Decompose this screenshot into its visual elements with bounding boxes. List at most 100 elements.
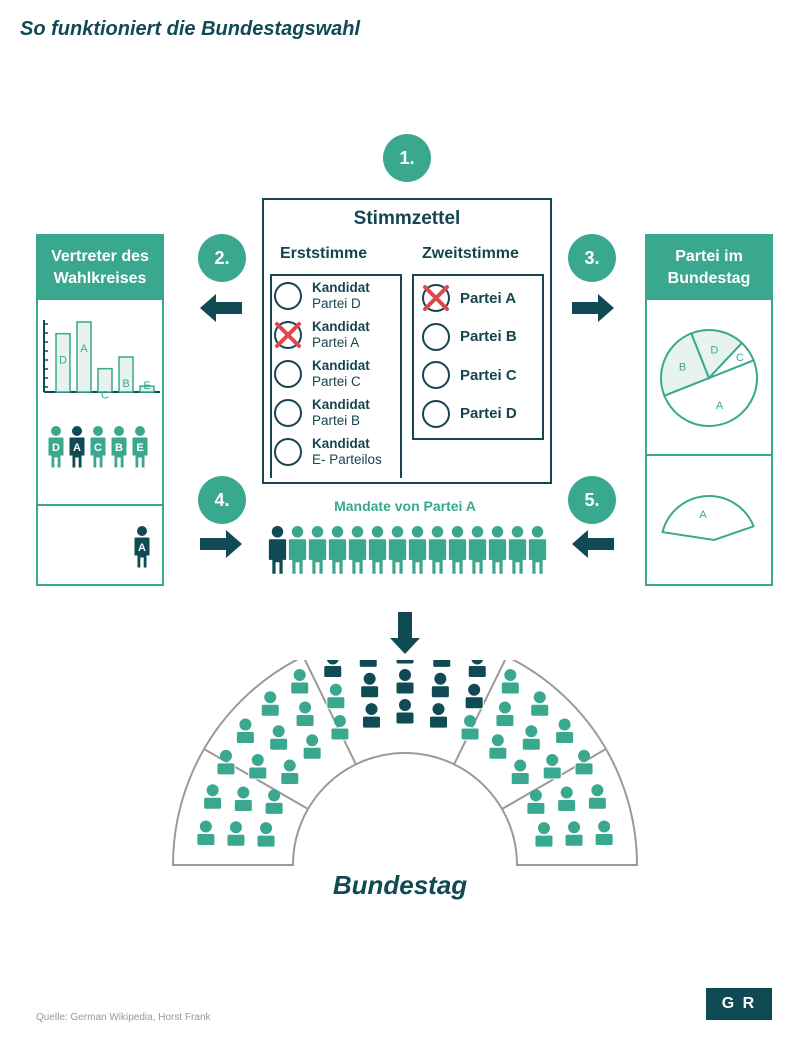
- ballot-paper: Stimmzettel Erststimme Zweitstimme Kandi…: [262, 198, 552, 484]
- mandate-person-icon: [347, 526, 368, 575]
- pie-label: D: [710, 345, 718, 357]
- seat-person-icon: [530, 691, 550, 717]
- step-1-badge: 1.: [383, 134, 431, 182]
- pie-label: C: [736, 352, 744, 364]
- seat-person-icon: [587, 784, 607, 810]
- seat-label: A: [699, 509, 707, 521]
- first-vote-label: Erststimme: [280, 245, 368, 262]
- page-title: So funktioniert die Bundestagswahl: [20, 18, 361, 40]
- vote-circle[interactable]: [274, 321, 302, 349]
- seat-person-icon: [326, 683, 346, 710]
- bar: [55, 332, 71, 393]
- seat-person-icon: [203, 784, 223, 810]
- vote-circle[interactable]: [422, 322, 450, 351]
- vote-circle[interactable]: [274, 360, 302, 388]
- seat-person-icon: [360, 672, 380, 699]
- bar: [76, 321, 92, 393]
- bar-label: A: [80, 343, 88, 355]
- seat-person-icon: [280, 759, 300, 785]
- cross-mark-icon: [275, 322, 301, 348]
- seat-person-icon: [574, 749, 594, 776]
- party-option[interactable]: Partei A: [422, 284, 516, 312]
- seat-person-icon: [429, 703, 449, 729]
- party-option[interactable]: Partei C: [422, 361, 517, 389]
- vote-circle[interactable]: [422, 284, 450, 312]
- source-note: Quelle: German Wikipedia, Horst Frank: [36, 1012, 211, 1023]
- party-name: Partei A: [460, 289, 517, 307]
- mandate-person-icon: [387, 526, 408, 575]
- candidate-name: Kandidat: [312, 436, 370, 451]
- seat-person-icon: [555, 718, 575, 744]
- seat-person-icon: [216, 749, 236, 776]
- candidate-party: Partei B: [312, 413, 361, 428]
- pie-slice: [708, 341, 755, 379]
- seat-person-icon: [196, 820, 216, 847]
- seat-person-icon: [542, 754, 562, 780]
- arrow-right-icon: [572, 294, 614, 322]
- first-vote-column: [270, 274, 402, 478]
- party-option[interactable]: Partei B: [422, 322, 517, 351]
- mandate-person-icon: [367, 526, 388, 575]
- arrow-down-icon: [390, 612, 420, 654]
- party-name: Partei C: [460, 366, 517, 384]
- seat-person-icon: [557, 786, 577, 812]
- vote-circle[interactable]: [274, 399, 302, 427]
- seat-person-icon: [495, 701, 515, 727]
- seat-person-icon: [260, 691, 280, 717]
- party-name: Partei D: [460, 405, 517, 422]
- seat-person-icon: [395, 660, 415, 665]
- seat-person-icon: [395, 699, 415, 725]
- person-label: D: [52, 442, 60, 454]
- mandate-person-icon: [287, 526, 308, 575]
- seat-person-icon: [510, 759, 530, 785]
- pie-slice: [690, 329, 744, 380]
- mandate-person-icon: [507, 526, 528, 575]
- vote-circle[interactable]: [422, 361, 450, 389]
- pie-label: B: [679, 362, 686, 374]
- seat-person-icon: [330, 715, 350, 741]
- candidate-party: Partei C: [312, 374, 361, 389]
- seat-person-icon: [248, 754, 268, 780]
- vote-circle[interactable]: [422, 399, 450, 428]
- seat-person-icon: [430, 672, 450, 699]
- seat-person-icon: [233, 786, 253, 812]
- left-panel-title: Vertreter des Wahlkreises: [38, 236, 162, 300]
- vote-circle[interactable]: [274, 438, 302, 466]
- right-panel: Partei im Bundestag: [645, 234, 773, 586]
- seat-person-icon: [361, 703, 381, 729]
- seat-person-icon: [290, 668, 310, 695]
- seat-person-icon: [226, 821, 246, 847]
- candidate-party: Partei A: [312, 335, 360, 350]
- candidate-person-icon: A: [68, 426, 86, 469]
- step-4-badge: 4.: [198, 476, 246, 524]
- bar-label: B: [122, 378, 129, 390]
- candidate-name: Kandidat: [312, 397, 370, 412]
- step-2-badge: 2.: [198, 234, 246, 282]
- vote-circle[interactable]: [274, 282, 302, 310]
- seat-person-icon: [534, 822, 554, 848]
- bar: [97, 367, 113, 393]
- mandate-person-icon: [487, 526, 508, 575]
- elected-person-icon: A: [133, 526, 151, 569]
- candidate-name: Kandidat: [312, 319, 370, 334]
- candidate-person-icon: C: [89, 426, 107, 469]
- bar-label: D: [59, 355, 67, 367]
- mandate-person-icon: [327, 526, 348, 575]
- mandate-person-icon: [407, 526, 428, 575]
- party-option[interactable]: Partei D: [422, 399, 517, 428]
- mandate-person-icon: [267, 526, 288, 575]
- step-5-badge: 5.: [568, 476, 616, 524]
- mandate-person-icon: [307, 526, 328, 575]
- mandate-person-icon: [447, 526, 468, 575]
